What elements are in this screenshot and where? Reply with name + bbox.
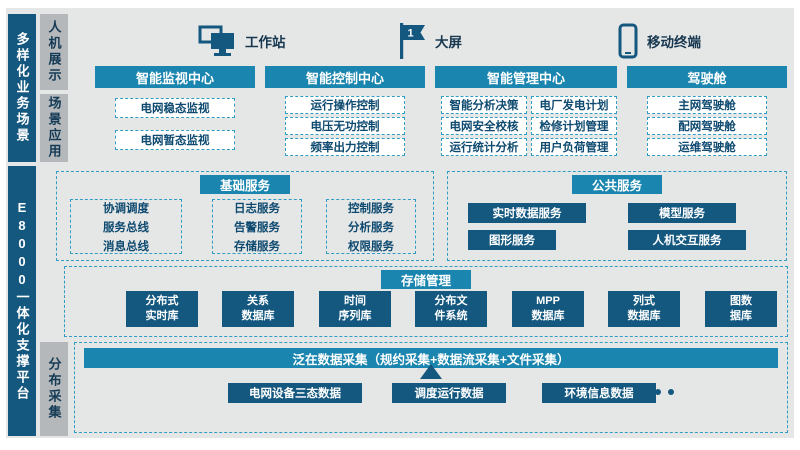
large-screen-icon: 1 — [400, 23, 425, 59]
rail-distributed-collection: 分布采集 — [40, 342, 68, 436]
center-header-cockpit: 驾驶舱 — [627, 66, 787, 88]
app-box-voltage-var-control: 电压无功控制 — [285, 117, 405, 135]
service-group-log: 日志服务 告警服务 存储服务 — [212, 199, 302, 254]
basic-services-panel — [56, 171, 434, 261]
app-box-maintenance-plan: 检修计划管理 — [531, 117, 617, 135]
app-box-user-load-management: 用户负荷管理 — [531, 138, 617, 156]
public-service-model: 模型服务 — [628, 203, 736, 223]
app-box-distribution-cockpit: 配网驾驶舱 — [647, 117, 767, 135]
workstation-icon — [198, 25, 234, 56]
app-box-main-grid-cockpit: 主网驾驶舱 — [647, 96, 767, 114]
rail-scenario-apps: 场景应用 — [40, 94, 68, 162]
center-header-management: 智能管理中心 — [435, 66, 617, 88]
center-header-monitoring: 智能监视中心 — [95, 66, 255, 88]
app-box-grid-steady-monitoring: 电网稳态监视 — [115, 98, 235, 118]
app-box-grid-transient-monitoring: 电网暂态监视 — [115, 130, 235, 150]
app-box-grid-security-check: 电网安全校核 — [441, 117, 527, 135]
storage-box-graph-db: 图数据库 — [705, 291, 777, 327]
collection-header: 泛在数据采集（规约采集+数据流采集+文件采集） — [84, 348, 778, 368]
storage-box-columnar-db: 列式数据库 — [608, 291, 680, 327]
app-box-operation-control: 运行操作控制 — [285, 96, 405, 114]
service-group-control: 控制服务 分析服务 权限服务 — [326, 199, 416, 254]
service-item: 服务总线 — [103, 221, 149, 234]
storage-box-relational-db: 关系数据库 — [222, 291, 294, 327]
service-item: 控制服务 — [348, 202, 394, 215]
up-arrow-icon — [420, 364, 442, 379]
terminal-large-screen-label: 大屏 — [435, 35, 462, 50]
storage-panel — [64, 266, 788, 337]
storage-box-timeseries-db: 时间序列库 — [319, 291, 391, 327]
terminal-mobile: 移动终端 — [618, 23, 701, 59]
service-item: 分析服务 — [348, 221, 394, 234]
service-item: 告警服务 — [234, 221, 280, 234]
public-services-header: 公共服务 — [572, 175, 662, 194]
public-services-panel — [447, 171, 787, 261]
public-service-realtime-data: 实时数据服务 — [468, 203, 586, 223]
service-item: 协调调度 — [103, 202, 149, 215]
basic-services-header: 基础服务 — [200, 175, 290, 194]
storage-header: 存储管理 — [381, 270, 471, 289]
terminal-workstation-label: 工作站 — [245, 35, 286, 50]
collection-box-dispatch-operation: 调度运行数据 — [392, 383, 506, 403]
storage-box-distributed-realtime: 分布式实时库 — [126, 291, 198, 327]
terminal-large-screen: 1 大屏 — [398, 22, 462, 60]
service-group-bus: 协调调度 服务总线 消息总线 — [70, 199, 182, 254]
rail-hmi-display: 人机展示 — [40, 14, 68, 90]
service-item: 权限服务 — [348, 240, 394, 253]
app-box-frequency-output-control: 频率出力控制 — [285, 138, 405, 156]
collection-panel — [74, 342, 788, 433]
service-item: 消息总线 — [103, 240, 149, 253]
terminal-workstation: 工作站 — [198, 24, 286, 58]
rail-business-scenarios: 多样化业务场景 — [8, 14, 36, 162]
service-item: 日志服务 — [234, 202, 280, 215]
app-box-plant-generation-plan: 电厂发电计划 — [531, 96, 617, 114]
public-service-hmi: 人机交互服务 — [628, 230, 746, 250]
app-box-ops-cockpit: 运维驾驶舱 — [647, 138, 767, 156]
ellipsis-dots-icon — [642, 389, 674, 395]
rail-platform: E8000一体化支撑平台 — [8, 166, 36, 436]
app-box-operation-statistics: 运行统计分析 — [441, 138, 527, 156]
collection-box-device-tristate: 电网设备三态数据 — [228, 383, 362, 403]
large-screen-badge: 1 — [407, 28, 413, 40]
terminal-mobile-label: 移动终端 — [647, 35, 701, 50]
public-service-graphics: 图形服务 — [468, 230, 556, 250]
center-header-control: 智能控制中心 — [265, 66, 425, 88]
mobile-terminal-icon — [618, 23, 638, 59]
collection-box-environment-info: 环境信息数据 — [542, 383, 656, 403]
storage-box-distributed-fs: 分布文件系统 — [415, 291, 487, 327]
service-item: 存储服务 — [234, 240, 280, 253]
app-box-intelligent-analysis: 智能分析决策 — [441, 96, 527, 114]
